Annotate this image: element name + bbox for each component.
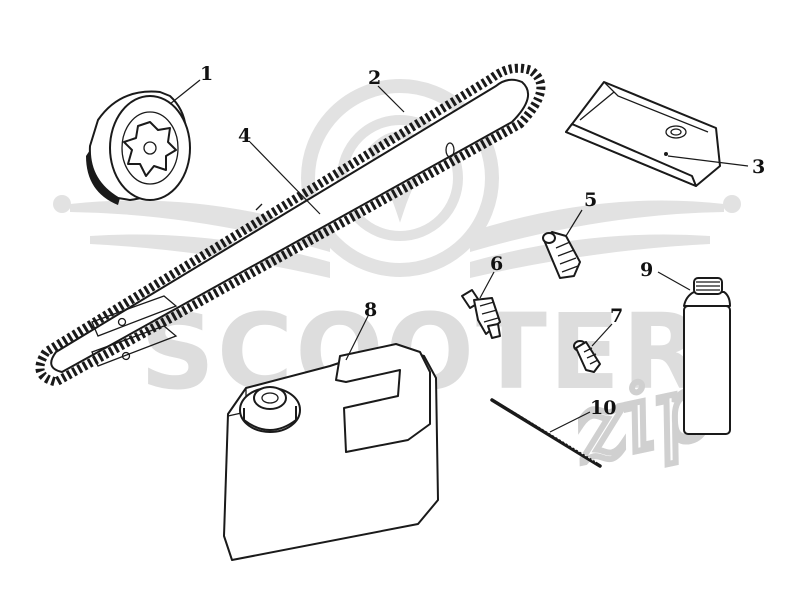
leader-lines <box>169 79 749 433</box>
leader-5 <box>565 209 583 237</box>
part-9-bottle <box>683 277 731 435</box>
part-7-small-fitting <box>573 340 601 373</box>
part-5-fitting <box>542 231 581 279</box>
part-4-guide-bar <box>50 78 530 373</box>
leader-2 <box>377 85 405 113</box>
part-10-file <box>490 398 602 468</box>
callout-7: 7 <box>610 305 623 327</box>
callout-4: 4 <box>238 125 251 147</box>
callout-1: 1 <box>200 63 213 85</box>
part-8-oil-can <box>223 343 439 561</box>
leader-7 <box>591 323 613 347</box>
part-1-sprocket <box>86 90 191 205</box>
callout-10: 10 <box>590 397 616 419</box>
callout-6: 6 <box>490 253 503 275</box>
leader-3 <box>667 155 749 167</box>
leader-6 <box>479 271 495 299</box>
part-3-file-gauge <box>565 81 721 187</box>
leader-10 <box>549 411 591 433</box>
callout-2: 2 <box>368 67 381 89</box>
leader-1 <box>169 79 201 105</box>
leader-8 <box>345 315 369 361</box>
callout-9: 9 <box>640 259 653 281</box>
callout-5: 5 <box>584 189 597 211</box>
callout-3: 3 <box>752 156 765 178</box>
leader-4 <box>249 141 321 215</box>
callout-8: 8 <box>364 299 377 321</box>
part-6-bolt <box>461 289 501 339</box>
leader-9 <box>657 271 691 291</box>
callout-labels: 1 2 3 4 5 6 7 8 9 10 <box>200 63 765 419</box>
watermark-wings <box>53 195 741 278</box>
